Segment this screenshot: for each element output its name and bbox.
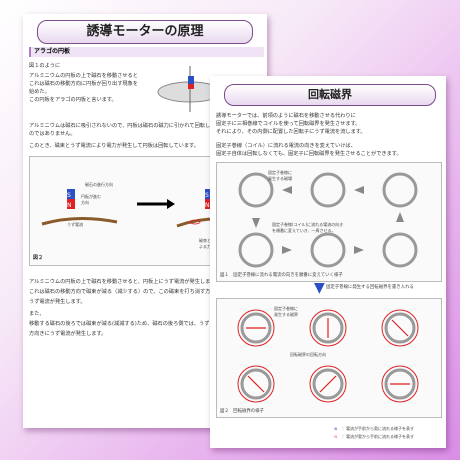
paragraph-line: この円板をアラゴの円板と言います。 [29, 97, 117, 103]
paragraph-line: これは磁石の移動方向で磁束が減る（減少する）ので、この磁束を打ち消す方向に [29, 289, 221, 295]
fig-label: 発生する磁界 [274, 312, 298, 317]
page-title: 誘導モーターの原理 [37, 20, 253, 44]
svg-text:S: S [205, 192, 209, 199]
legend-dot-icon: ⊗ [334, 426, 338, 431]
paragraph-line: 始めた。 [29, 89, 50, 95]
fig-label: 発生する磁場 [268, 176, 292, 181]
paragraph-line: このとき、磁束とうず電流により電力が発生して円板は回転しています。 [29, 143, 199, 149]
paragraph-line: のではありません。 [29, 131, 76, 137]
fig-label: を順番に変えていき、一周させる。 [272, 228, 336, 233]
svg-text:S: S [67, 192, 71, 199]
fig-label: 固定子巻線(コイル)に流れる電流の向き [272, 222, 344, 227]
fig-label: 回転磁界の回転方向 [290, 352, 326, 357]
legend-item: ：電流が奥から手前に流れる様子を表す [342, 434, 414, 439]
paragraph-line: 固定子自体は回転しなくても、固定子に回転磁界を発生させることができます。 [216, 151, 402, 157]
stator-current-diagram [238, 172, 418, 268]
paragraph-line: アルミニウムは磁石に吸引されないので、円板は磁石の磁力に引かれて回転している [29, 123, 226, 129]
svg-text:N: N [205, 202, 210, 209]
fig-label: 方向 [81, 200, 89, 205]
section-heading: アラゴの円板 [29, 47, 264, 57]
page-title: 回転磁界 [224, 84, 436, 106]
paragraph-line: アルミニウムの円板の上で磁石を移動させると、円板上にうず電流が発生します。 [29, 279, 221, 285]
fig-label: うず電流 [67, 222, 83, 227]
mid-caption: 固定子巻線に発生する回転磁界を書き入れる [326, 285, 414, 290]
figure-caption: 図１ 固定子巻線に流れる電流の向きを順番に変えていく様子 [220, 273, 343, 278]
paragraph-line: アルミニウムの円板の上で磁石を移動させると [29, 73, 138, 79]
paragraph-line: 移動する磁石の後ろでは磁束が減る(減減する)ため、磁石の後ろ側では、うず [29, 321, 210, 327]
fig-label: 磁石の進行方向 [85, 182, 113, 187]
document-page-2: 回転磁界 誘導モーターでは、前項のように磁石を移動させる代わりに 固定子に三相巻… [210, 76, 446, 448]
figure-caption: 図２ 回転磁界の様子 [220, 409, 264, 414]
paragraph-line: 固定子に三相巻線でコイルを使って回転磁界を発生させます。 [216, 121, 361, 127]
paragraph-line: 方向きにうず電流が発生します。 [29, 331, 107, 337]
fig-label: 円板が進む [81, 194, 101, 199]
svg-text:N: N [67, 202, 72, 209]
fig-ref: 図１のように [29, 63, 61, 69]
fig-label: 固定子巻線に [268, 170, 292, 175]
paragraph-line: うず電流が発生します。 [29, 299, 86, 305]
paragraph-line: それにより、その内側に配置した回転子にうず電流を流します。 [216, 129, 366, 135]
down-arrow-icon: ▼ [314, 280, 325, 296]
fig-label: 固定子巻線に [274, 306, 298, 311]
legend-cross-icon: ⊙ [334, 434, 338, 439]
paragraph-line: 固定子巻線（コイル）に流れる電流の向きを変えていけば、 [216, 143, 356, 149]
figure-caption: 図２ [33, 255, 44, 261]
legend-item: ：電流が手前から奥に流れる様子を表す [342, 426, 414, 431]
rotating-field-diagram [237, 309, 419, 403]
fig-label: よる力 [199, 244, 211, 249]
paragraph-line: 誘導モーターでは、前項のように磁石を移動させる代わりに [216, 113, 356, 119]
paragraph-line: これは磁石の移動方向に円板が回り出す現象を [29, 81, 138, 87]
paragraph-line: また、 [29, 311, 45, 317]
